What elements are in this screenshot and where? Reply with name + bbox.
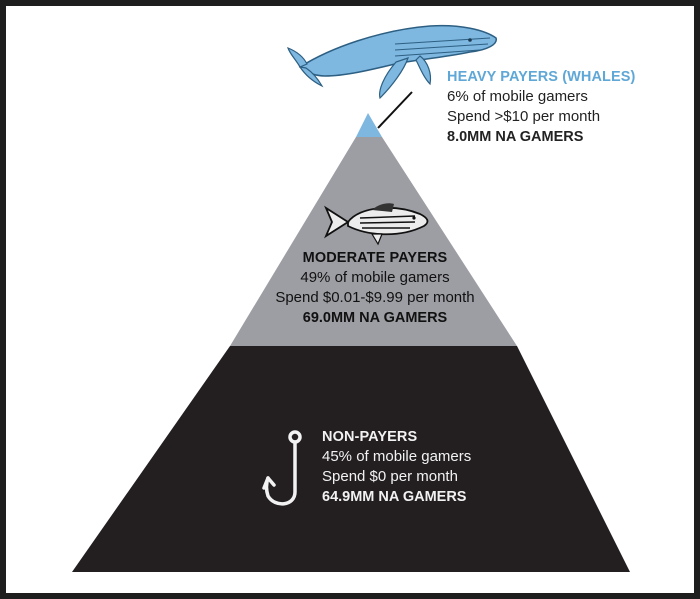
nonpayers-label: NON-PAYERS 45% of mobile gamers Spend $0…	[322, 427, 471, 507]
moderate-title: MODERATE PAYERS	[302, 250, 448, 266]
moderate-spend: Spend $0.01-$9.99 per month	[275, 289, 475, 306]
whale-icon	[287, 24, 497, 100]
moderate-count: 69.0MM NA GAMERS	[302, 310, 448, 326]
pyramid-tier-nonpayers	[72, 346, 630, 572]
whales-share: 6% of mobile gamers	[447, 88, 588, 105]
whales-count: 8.0MM NA GAMERS	[447, 129, 584, 145]
fishhook-icon	[262, 430, 302, 506]
whales-spend: Spend >$10 per month	[447, 108, 601, 125]
whales-label: HEAVY PAYERS (WHALES) 6% of mobile gamer…	[447, 67, 635, 147]
nonpayers-count: 64.9MM NA GAMERS	[322, 489, 467, 505]
nonpayers-spend: Spend $0 per month	[322, 468, 458, 485]
fish-icon	[324, 203, 429, 246]
nonpayers-title: NON-PAYERS	[322, 429, 418, 445]
pyramid-tier-whales	[356, 113, 382, 137]
moderate-label: MODERATE PAYERS 49% of mobile gamers Spe…	[245, 248, 505, 328]
moderate-share: 49% of mobile gamers	[300, 269, 450, 286]
pyramid-tier-moderate	[230, 137, 517, 346]
whale-leader-line	[377, 91, 413, 129]
whales-title: HEAVY PAYERS (WHALES)	[447, 69, 636, 85]
nonpayers-share: 45% of mobile gamers	[322, 448, 472, 465]
